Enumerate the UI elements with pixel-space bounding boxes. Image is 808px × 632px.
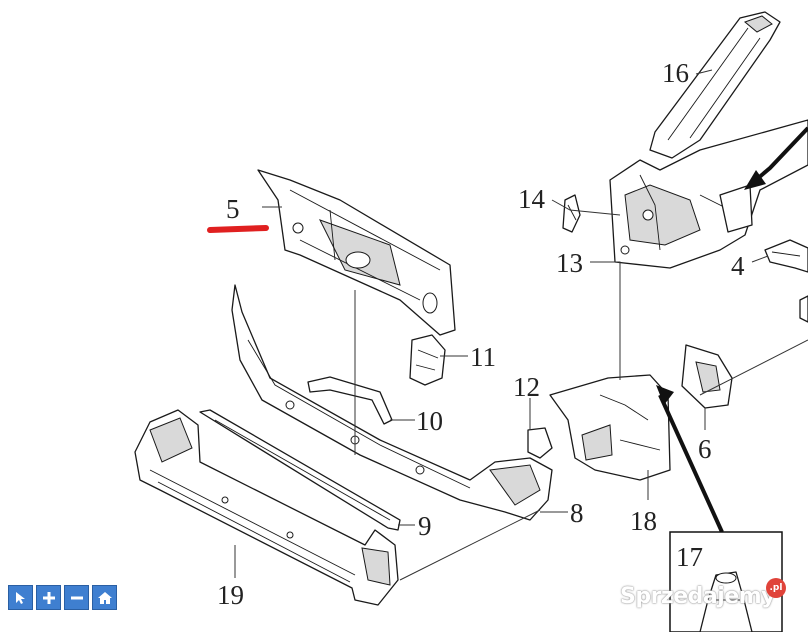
callout-18: 18 [630, 506, 657, 536]
detail-arrow-upper-head [744, 170, 766, 190]
callout-5: 5 [226, 194, 240, 224]
watermark-badge: .pl [766, 578, 786, 598]
part-8-cross-member [231, 284, 553, 521]
callout-14: 14 [518, 184, 546, 214]
detail-arrow-17 [658, 394, 724, 533]
callout-13: 13 [556, 248, 583, 278]
part-19-bumper-beam [134, 409, 399, 606]
callout-4: 4 [731, 251, 745, 281]
part-4-bracket [764, 239, 808, 273]
callout-16: 16 [662, 58, 689, 88]
part-11-bracket [409, 334, 446, 386]
select-tool-button[interactable] [8, 585, 33, 610]
part-16-upper-rail [649, 11, 781, 159]
plus-icon [42, 591, 55, 604]
callout-17: 17 [676, 542, 703, 572]
part-18-side-bracket [549, 374, 671, 481]
part-6-plate [681, 344, 733, 409]
viewer-toolbar [8, 585, 117, 610]
watermark-text: Sprzedajemy [620, 584, 776, 609]
part-12-clip [527, 427, 553, 459]
callout-6: 6 [698, 434, 712, 464]
home-button[interactable] [92, 585, 117, 610]
part-13-apron [609, 119, 808, 269]
minus-icon [70, 596, 83, 599]
part-14-clip [562, 194, 581, 233]
detail-arrow-17-head [656, 385, 674, 405]
part-5-upper-panel [257, 169, 456, 336]
callout-19: 19 [217, 580, 244, 610]
highlight-marker [207, 225, 269, 233]
part-10-strut [307, 376, 393, 425]
home-icon [97, 591, 112, 604]
callout-11: 11 [470, 342, 496, 372]
callout-12: 12 [513, 372, 540, 402]
detail-box-17 [669, 531, 783, 632]
arrow-icon [15, 591, 25, 604]
zoom-in-button[interactable] [36, 585, 61, 610]
leader-lines [234, 69, 808, 581]
callout-10: 10 [416, 406, 443, 436]
callout-9: 9 [418, 511, 432, 541]
zoom-out-button[interactable] [64, 585, 89, 610]
callout-8: 8 [570, 498, 584, 528]
part-edge-bracket [799, 295, 808, 323]
